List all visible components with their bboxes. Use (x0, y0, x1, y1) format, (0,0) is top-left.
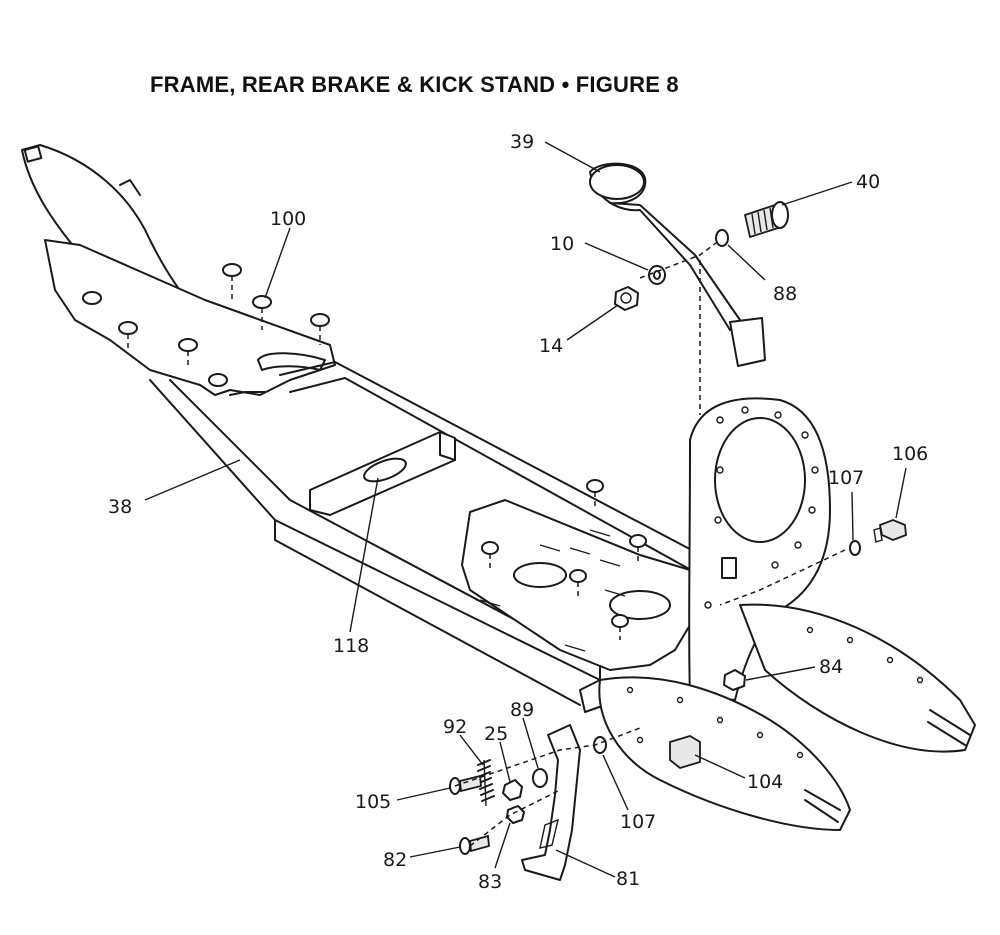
callout-89: 89 (510, 699, 534, 721)
callout-10: 10 (550, 233, 574, 255)
brake-mount-plate (688, 397, 831, 701)
callout-14: 14 (539, 335, 563, 357)
left-bracket-plate (44, 239, 336, 396)
spring-92 (477, 759, 495, 807)
rear-fender-plates (598, 603, 976, 831)
callout-82: 82 (383, 849, 407, 871)
brake-pedal (589, 162, 766, 367)
rear-deck-plate (461, 499, 701, 671)
callout-104: 104 (747, 771, 783, 793)
callout-118: 118 (333, 635, 369, 657)
callout-100: 100 (270, 208, 306, 230)
callout-107-stand: 107 (620, 811, 656, 833)
callout-labels: 39 40 10 88 14 100 38 118 107 106 84 104… (108, 131, 928, 893)
callout-39: 39 (510, 131, 534, 153)
callout-38: 38 (108, 496, 132, 518)
nut-10-hole (653, 270, 661, 280)
callout-88: 88 (773, 283, 797, 305)
leader-lines (144, 141, 907, 878)
assembly-lines (127, 239, 846, 847)
washer-89 (532, 768, 548, 788)
callout-83: 83 (478, 871, 502, 893)
bolt-40 (743, 201, 789, 239)
washer-107-right (849, 540, 861, 556)
kick-stand (521, 724, 581, 881)
callout-92: 92 (443, 716, 467, 738)
figure-title: FRAME, REAR BRAKE & KICK STAND • FIGURE … (150, 72, 679, 97)
callout-40: 40 (856, 171, 880, 193)
washer-88 (715, 229, 729, 247)
callout-25: 25 (484, 723, 508, 745)
bumper-104 (669, 735, 701, 769)
bolt-106 (873, 519, 907, 543)
callout-84: 84 (819, 656, 843, 678)
callout-106: 106 (892, 443, 928, 465)
deck-washers (481, 479, 647, 628)
bolt-82 (459, 834, 490, 855)
callout-107-right: 107 (828, 467, 864, 489)
callout-81: 81 (616, 868, 640, 890)
nut-25 (502, 779, 523, 801)
nut-14 (614, 286, 639, 311)
nut-14-hole (620, 292, 632, 304)
washers-100 (82, 263, 330, 387)
callout-105: 105 (355, 791, 391, 813)
nut-84 (723, 669, 746, 691)
